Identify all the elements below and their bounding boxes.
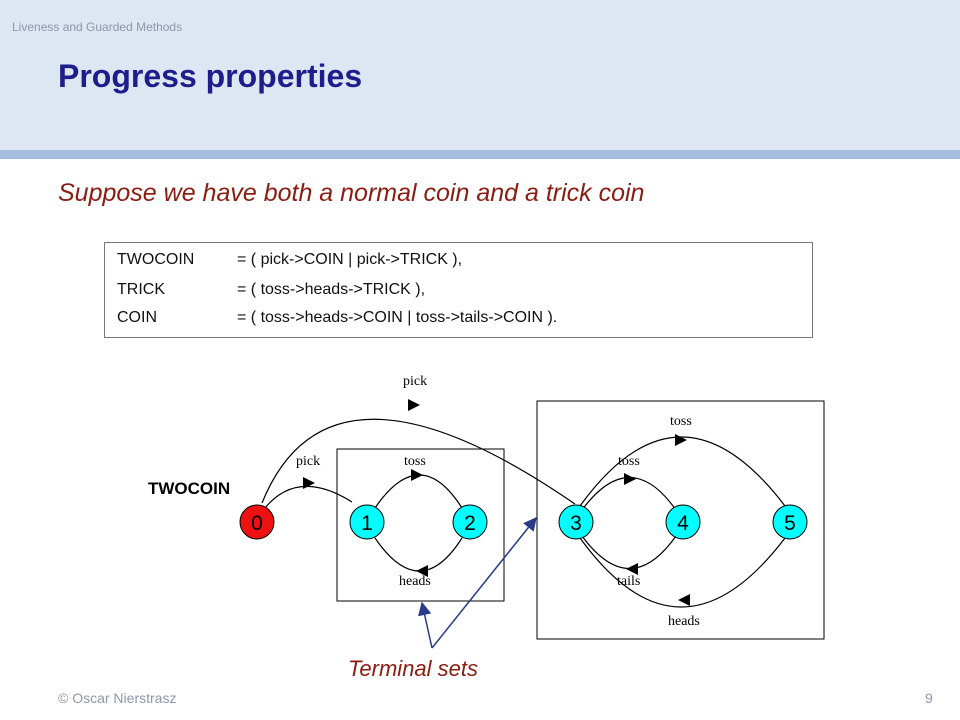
slide-title: Progress properties: [58, 58, 363, 94]
label-toss-3-5: toss: [670, 414, 692, 429]
state-1-circle: [349, 504, 385, 540]
label-tails-4-3: tails: [617, 574, 640, 589]
arrowhead: [626, 563, 638, 575]
arrowhead: [411, 469, 423, 481]
state-2: 2: [452, 504, 488, 540]
arrowhead: [624, 473, 636, 485]
label-pick-top: pick: [403, 374, 427, 389]
label-heads-5-3: heads: [668, 614, 700, 629]
transition-toss-1-2: [374, 474, 463, 509]
arrowhead: [675, 434, 687, 446]
process-definition: = ( toss->heads->TRICK ),: [237, 281, 426, 298]
state-5: 5: [772, 504, 808, 540]
state-0: 0: [239, 504, 275, 540]
process-name: COIN: [117, 309, 157, 326]
state-5-label: 5: [784, 512, 796, 535]
code-box: TWOCOIN = ( pick->COIN | pick->TRICK ), …: [104, 242, 813, 338]
state-1: 1: [349, 504, 385, 540]
state-0-label: 0: [251, 512, 263, 535]
header-band: [0, 0, 960, 150]
arrowhead: [303, 477, 315, 489]
state-3-circle: [558, 504, 594, 540]
footer-author: © Oscar Nierstrasz: [58, 690, 177, 706]
state-2-label: 2: [464, 512, 476, 535]
label-toss-1-2: toss: [404, 454, 426, 469]
label-heads-2-1: heads: [399, 574, 431, 589]
process-definition: = ( pick->COIN | pick->TRICK ),: [237, 251, 463, 268]
label-toss-3-4: toss: [618, 454, 640, 469]
state-4: 4: [665, 504, 701, 540]
arrowhead: [408, 399, 420, 411]
transition-heads-2-1: [374, 537, 463, 572]
slide-subtitle: Suppose we have both a normal coin and a…: [58, 179, 645, 207]
state-1-label: 1: [361, 512, 373, 535]
transition-pick-0-3: [261, 418, 576, 505]
process-definition: = ( toss->heads->COIN | toss->tails->COI…: [237, 309, 558, 326]
annotation-arrow-1: [418, 601, 433, 649]
process-name: TWOCOIN: [117, 251, 195, 268]
terminal-sets-label: Terminal sets: [348, 656, 479, 681]
terminal-set-box-1: [336, 448, 505, 602]
terminal-set-box-2: [536, 400, 825, 640]
header-rule: [0, 150, 960, 159]
state-5-circle: [772, 504, 808, 540]
state-0-circle: [239, 504, 275, 540]
state-4-label: 4: [677, 512, 689, 535]
state-4-circle: [665, 504, 701, 540]
course-title: Liveness and Guarded Methods: [12, 20, 183, 34]
arrowhead: [678, 594, 690, 606]
transition-tails-4-3: [581, 535, 677, 570]
transition-heads-5-3: [579, 537, 786, 608]
page-number: 9: [925, 690, 933, 706]
process-name: TRICK: [117, 281, 165, 298]
state-2-circle: [452, 504, 488, 540]
label-pick-inner: pick: [296, 454, 320, 469]
state-3: 3: [558, 504, 594, 540]
process-label: TWOCOIN: [148, 479, 230, 498]
arrowhead: [416, 565, 428, 577]
transition-toss-3-5: [579, 436, 786, 507]
annotation-arrow-2: [431, 516, 537, 649]
state-3-label: 3: [570, 512, 582, 535]
transition-pick-0-1: [264, 485, 353, 509]
